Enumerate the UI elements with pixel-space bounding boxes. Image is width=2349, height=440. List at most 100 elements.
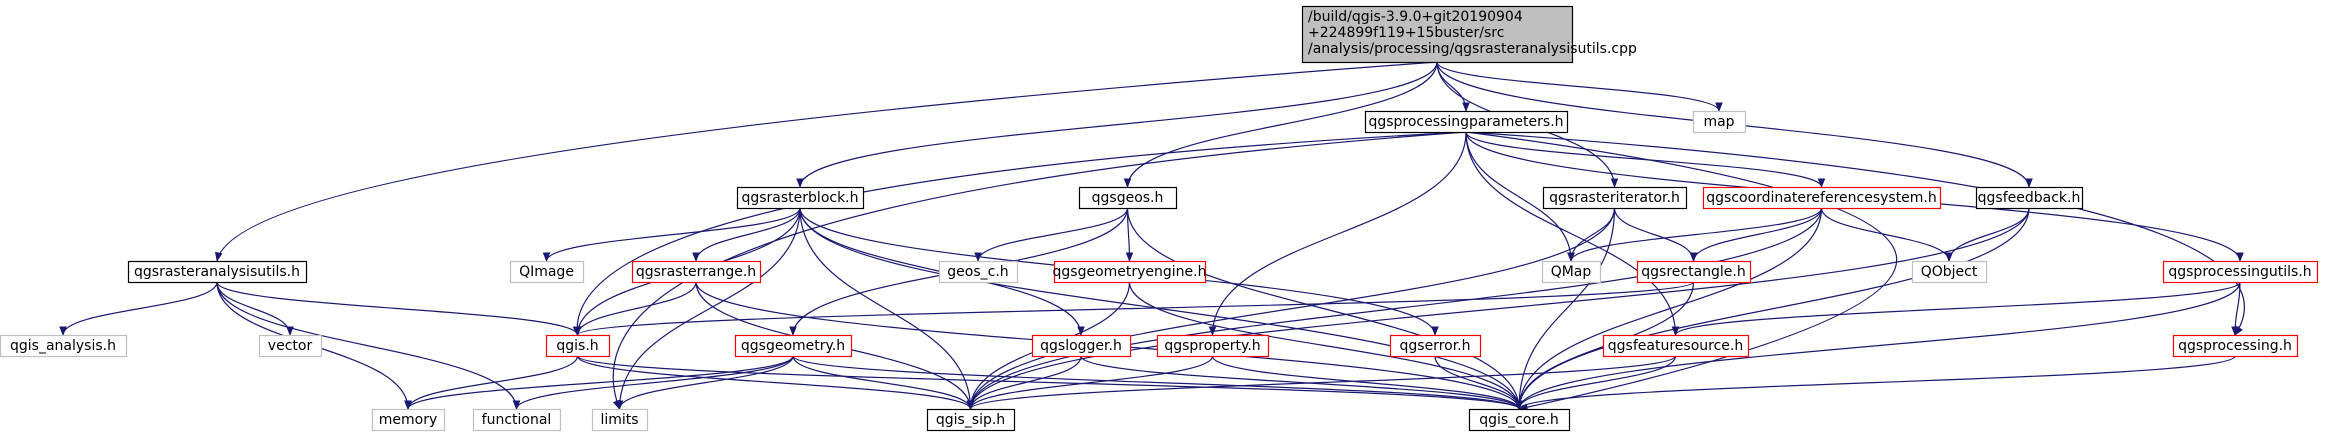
edge-property_h-to-qgis_sip [966, 355, 1214, 410]
node-qgsfeaturesource-h[interactable]: qgsfeaturesource.h [1602, 334, 1750, 358]
node-qgsrasterrange-h[interactable]: qgsrasterrange.h [631, 260, 762, 284]
node-box [1301, 5, 1574, 64]
edge-geometry_h-to-functional [512, 355, 794, 410]
node-box [509, 260, 585, 284]
edge-rasteriterator_h-to-qmap [1567, 207, 1616, 262]
node-qgsrectangle-h[interactable]: qgsrectangle.h [1636, 260, 1752, 284]
node-qgis-sip-h[interactable]: qgis_sip.h [926, 408, 1016, 432]
node-qgslogger-h[interactable]: qgslogger.h [1031, 334, 1132, 358]
node-label: qgsrectangle.h [1641, 264, 1745, 280]
edge-analysisutils_h-to-qgis_analysis [59, 281, 218, 336]
node-box [371, 408, 446, 432]
edge-rasterblock_h-to-qgis_sip [799, 207, 975, 410]
edge-analysisutils_h-to-qgis_h [216, 281, 582, 336]
edge-featuresource_h-to-qgis_sip [966, 355, 1677, 410]
node-label: QMap [1551, 264, 1592, 280]
node-label: geos_c.h [947, 264, 1008, 280]
node-box [1389, 334, 1482, 358]
node-qgsprocessing-h[interactable]: qgsprocessing.h [2172, 334, 2299, 358]
edge-root-to-map [1436, 61, 1723, 112]
node-box [472, 408, 562, 432]
edge-crs_h-to-qobject [1820, 207, 1953, 262]
edge-processing_h-to-qgis_core [1515, 355, 2236, 410]
node-box [2162, 260, 2319, 284]
edge-procparams_h-to-limits [612, 131, 1467, 410]
node-label: limits [600, 412, 638, 428]
edge-procutils_h-to-featuresource_h [1671, 281, 2241, 336]
edge-qgis_h-to-memory [404, 355, 579, 410]
node-box [591, 408, 649, 432]
node-label: qgsgeos.h [1092, 190, 1164, 206]
node-qgis-h[interactable]: qgis.h [545, 334, 611, 358]
node-box [631, 260, 762, 284]
edge-root-to-procparams_h [1436, 61, 1470, 112]
node-qgscoordinatereferencesystem-h[interactable]: qgscoordinatereferencesystem.h [1702, 186, 1942, 210]
edge-geometry_h-to-memory [404, 355, 794, 410]
node-label: qgsgeometry.h [741, 338, 845, 354]
node-label: qgsfeaturesource.h [1608, 338, 1743, 354]
node-label: QImage [519, 264, 574, 280]
edge-geometry_h-to-qgis_sip [792, 355, 975, 410]
node-label: functional [482, 412, 552, 428]
node-qgserror-h[interactable]: qgserror.h [1389, 334, 1482, 358]
node-limits: limits [591, 408, 649, 432]
node-label: qgsgeometryengine.h [1053, 264, 1207, 280]
node-label: qgslogger.h [1040, 338, 1122, 354]
node-box [1031, 334, 1132, 358]
node-qgsgeos-h[interactable]: qgsgeos.h [1078, 186, 1178, 210]
node-label: qgis_core.h [1479, 412, 1559, 428]
node-label: qgscoordinatereferencesystem.h [1706, 190, 1937, 206]
edge-geos_h-to-geos_c [974, 207, 1129, 262]
node-qgis-core-h[interactable]: qgis_core.h [1468, 408, 1571, 432]
edge-analysisutils_h-to-functional [216, 281, 521, 410]
node-box [127, 260, 308, 284]
edge-crs_h-to-qgis_sip [966, 207, 1823, 410]
edge-root-to-rasterblock_h [796, 61, 1438, 188]
edge-property_h-to-qgis_core [1211, 355, 1523, 410]
edge-qgis_h-to-qgis_sip [576, 355, 975, 410]
node-box [1053, 260, 1207, 284]
edge-rasterrange_h-to-qgis_h [573, 281, 697, 336]
node-box [1364, 110, 1569, 134]
node-box [1541, 260, 1602, 284]
node-label: qgis_sip.h [936, 412, 1005, 428]
edge-geos_h-to-qgis_core [1126, 207, 1523, 410]
node-vector: vector [258, 334, 323, 358]
edge-procparams_h-to-processing_h [1465, 131, 2246, 336]
node-box [1078, 186, 1178, 210]
node-qgsgeometryengine-h[interactable]: qgsgeometryengine.h [1053, 260, 1207, 284]
node-qgsgeometry-h[interactable]: qgsgeometry.h [734, 334, 853, 358]
edge-procutils_h-to-processing_h [2231, 281, 2241, 336]
node-qgis-analysis-h: qgis_analysis.h [0, 334, 128, 358]
node-qgsrasteriterator-h[interactable]: qgsrasteriterator.h [1542, 186, 1688, 210]
edge-crs_h-to-qgis_core [1515, 207, 1823, 410]
node-label: qgsproperty.h [1164, 338, 1260, 354]
node-qobject: QObject [1911, 260, 1988, 284]
node-label: /analysis/processing/qgsrasteranalysisut… [1308, 41, 1637, 57]
node-qgsprocessingparameters-h[interactable]: qgsprocessingparameters.h [1364, 110, 1569, 134]
node-box [736, 186, 865, 210]
edge-feedback_h-to-qgis_core [1515, 207, 2030, 410]
node-box [1602, 334, 1750, 358]
edge-logger_h-to-qgis_core [1080, 355, 1523, 410]
edge-feedback_h-to-qobject [1945, 207, 2030, 262]
edge-feedback_h-to-qgis_sip [966, 207, 2030, 410]
node-box [938, 260, 1019, 284]
node-label: qgsrasteriterator.h [1549, 190, 1680, 206]
edge-procparams_h-to-qgis_core [1465, 131, 1898, 411]
node-qgsrasterblock-h[interactable]: qgsrasterblock.h [736, 186, 865, 210]
node-qgsrasteranalysisutils-h[interactable]: qgsrasteranalysisutils.h [127, 260, 308, 284]
edge-rasteriterator_h-to-qgis_core [1515, 207, 1616, 410]
edge-geometry_h-to-limits [615, 355, 794, 410]
node-box [1468, 408, 1571, 432]
node-qgsproperty-h[interactable]: qgsproperty.h [1156, 334, 1270, 358]
node-analysis-processing-qgsrasteranalysisutils-cpp[interactable]: /build/qgis-3.9.0+git20190904+224899f119… [1301, 5, 1637, 64]
edge-root-to-geos_h [1123, 61, 1438, 188]
node-map: map [1692, 110, 1747, 134]
node-label: memory [379, 412, 438, 428]
node-qmap: QMap [1541, 260, 1602, 284]
node-qgsprocessingutils-h[interactable]: qgsprocessingutils.h [2162, 260, 2319, 284]
node-box [545, 334, 611, 358]
node-label: qgsprocessing.h [2178, 338, 2292, 354]
node-qgsfeedback-h[interactable]: qgsfeedback.h [1975, 186, 2084, 210]
